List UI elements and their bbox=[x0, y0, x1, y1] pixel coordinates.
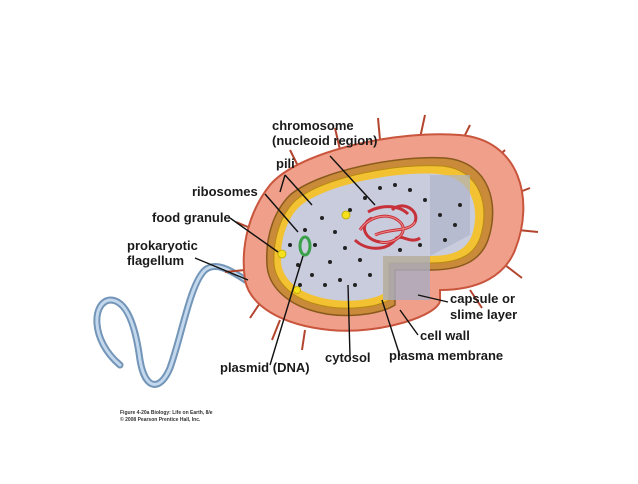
cutaway-lower bbox=[383, 256, 430, 300]
food-granule-shape bbox=[277, 249, 287, 259]
label-food-granule: food granule bbox=[152, 210, 231, 225]
cytosol-region bbox=[280, 173, 476, 301]
label-prokaryotic: prokaryotic bbox=[127, 238, 198, 253]
label-ribosomes: ribosomes bbox=[192, 184, 258, 199]
label-slime-layer: slime layer bbox=[450, 307, 517, 322]
label-capsule: capsule or bbox=[450, 291, 515, 306]
leader-lines bbox=[194, 155, 449, 366]
label-cytosol: cytosol bbox=[325, 350, 371, 365]
caption-line-1: Figure 4-20a Biology: Life on Earth, 8/e bbox=[120, 410, 213, 416]
label-flagellum: flagellum bbox=[127, 253, 184, 268]
chromosome-highlight bbox=[359, 215, 416, 243]
caption-line-2: © 2008 Pearson Prentice Hall, Inc. bbox=[120, 416, 201, 423]
flagellum-highlight bbox=[95, 265, 252, 386]
label-plasmid: plasmid (DNA) bbox=[220, 360, 310, 375]
label-cell-wall: cell wall bbox=[420, 328, 470, 343]
label-chromosome: chromosome bbox=[272, 118, 354, 133]
label-plasma-membrane: plasma membrane bbox=[389, 348, 503, 363]
food-granule-shape-3 bbox=[293, 286, 301, 294]
cutaway-face bbox=[430, 175, 470, 256]
plasmid-shape bbox=[298, 235, 312, 257]
food-granule-shape-2 bbox=[341, 210, 351, 220]
ribosome-dots bbox=[288, 183, 462, 287]
label-pili: pili bbox=[276, 156, 295, 171]
label-nucleoid-region: (nucleoid region) bbox=[272, 133, 377, 148]
